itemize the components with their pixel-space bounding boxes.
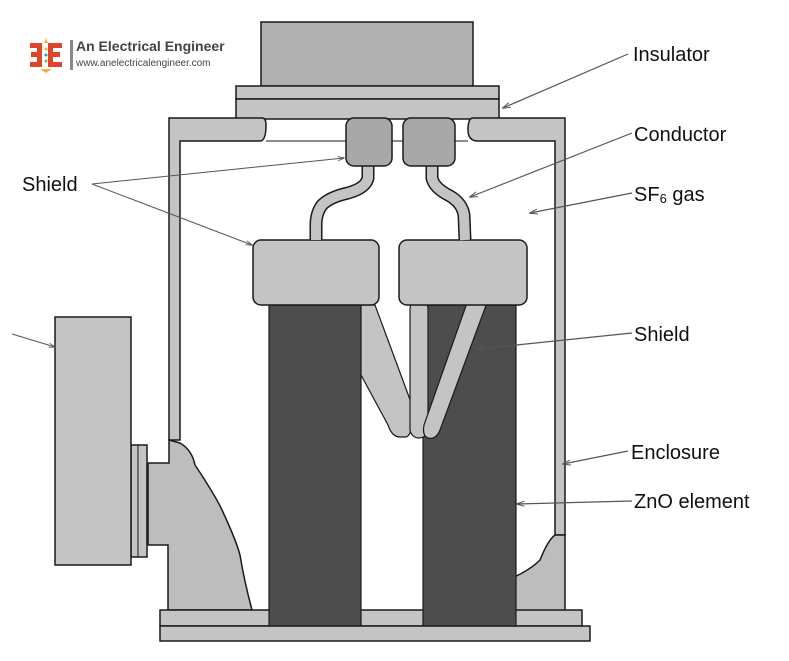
conductor-right-fill xyxy=(427,165,470,241)
insulator-plate-lower xyxy=(235,98,500,120)
label-shield-right: Shield xyxy=(634,324,690,346)
leader-conductor xyxy=(470,132,633,197)
leader-shield-left-1 xyxy=(91,158,344,185)
leader-side-box xyxy=(11,333,55,347)
shield-right-diag xyxy=(422,299,489,439)
label-insulator: Insulator xyxy=(633,44,710,66)
enclosure-right xyxy=(467,117,566,536)
leader-sf6 xyxy=(530,192,633,213)
brand-divider xyxy=(70,40,73,70)
base-plate-lower xyxy=(159,625,591,642)
label-sf6-prefix: SF xyxy=(634,184,660,206)
zno-element-right xyxy=(422,304,517,627)
connector-left-diag xyxy=(360,304,413,438)
brand-title: An Electrical Engineer xyxy=(76,38,225,54)
enclosure-left xyxy=(168,117,267,441)
shield-large-right xyxy=(398,239,528,306)
label-shield-left: Shield xyxy=(22,174,78,196)
label-conductor: Conductor xyxy=(634,124,727,146)
label-sf6-gas: SF6 gas xyxy=(634,184,705,206)
label-sf6-subscript: 6 xyxy=(660,191,667,206)
base-plate-upper xyxy=(159,609,583,627)
leader-zno xyxy=(517,500,633,504)
flange xyxy=(130,444,148,558)
leader-shield-right xyxy=(478,332,633,349)
shield-small-right xyxy=(402,117,456,167)
leader-shield-left-2 xyxy=(91,183,252,245)
insulator-top xyxy=(260,21,474,87)
label-zno-element: ZnO element xyxy=(634,491,750,513)
insulator-plate-upper xyxy=(235,85,500,100)
connector-mid xyxy=(409,299,429,439)
label-sf6-suffix: gas xyxy=(667,184,705,206)
3e-logo-icon xyxy=(30,38,62,73)
label-enclosure: Enclosure xyxy=(631,442,720,464)
conductor-left-fill xyxy=(311,165,373,240)
zno-element-left xyxy=(268,304,362,627)
leader-insulator xyxy=(503,53,629,108)
leader-enclosure xyxy=(563,450,629,464)
side-box xyxy=(54,316,132,566)
shield-large-left xyxy=(252,239,380,306)
brand-url: www.anelectricalengineer.com xyxy=(76,58,211,69)
casting-left xyxy=(147,439,253,611)
shield-small-left xyxy=(345,117,393,167)
